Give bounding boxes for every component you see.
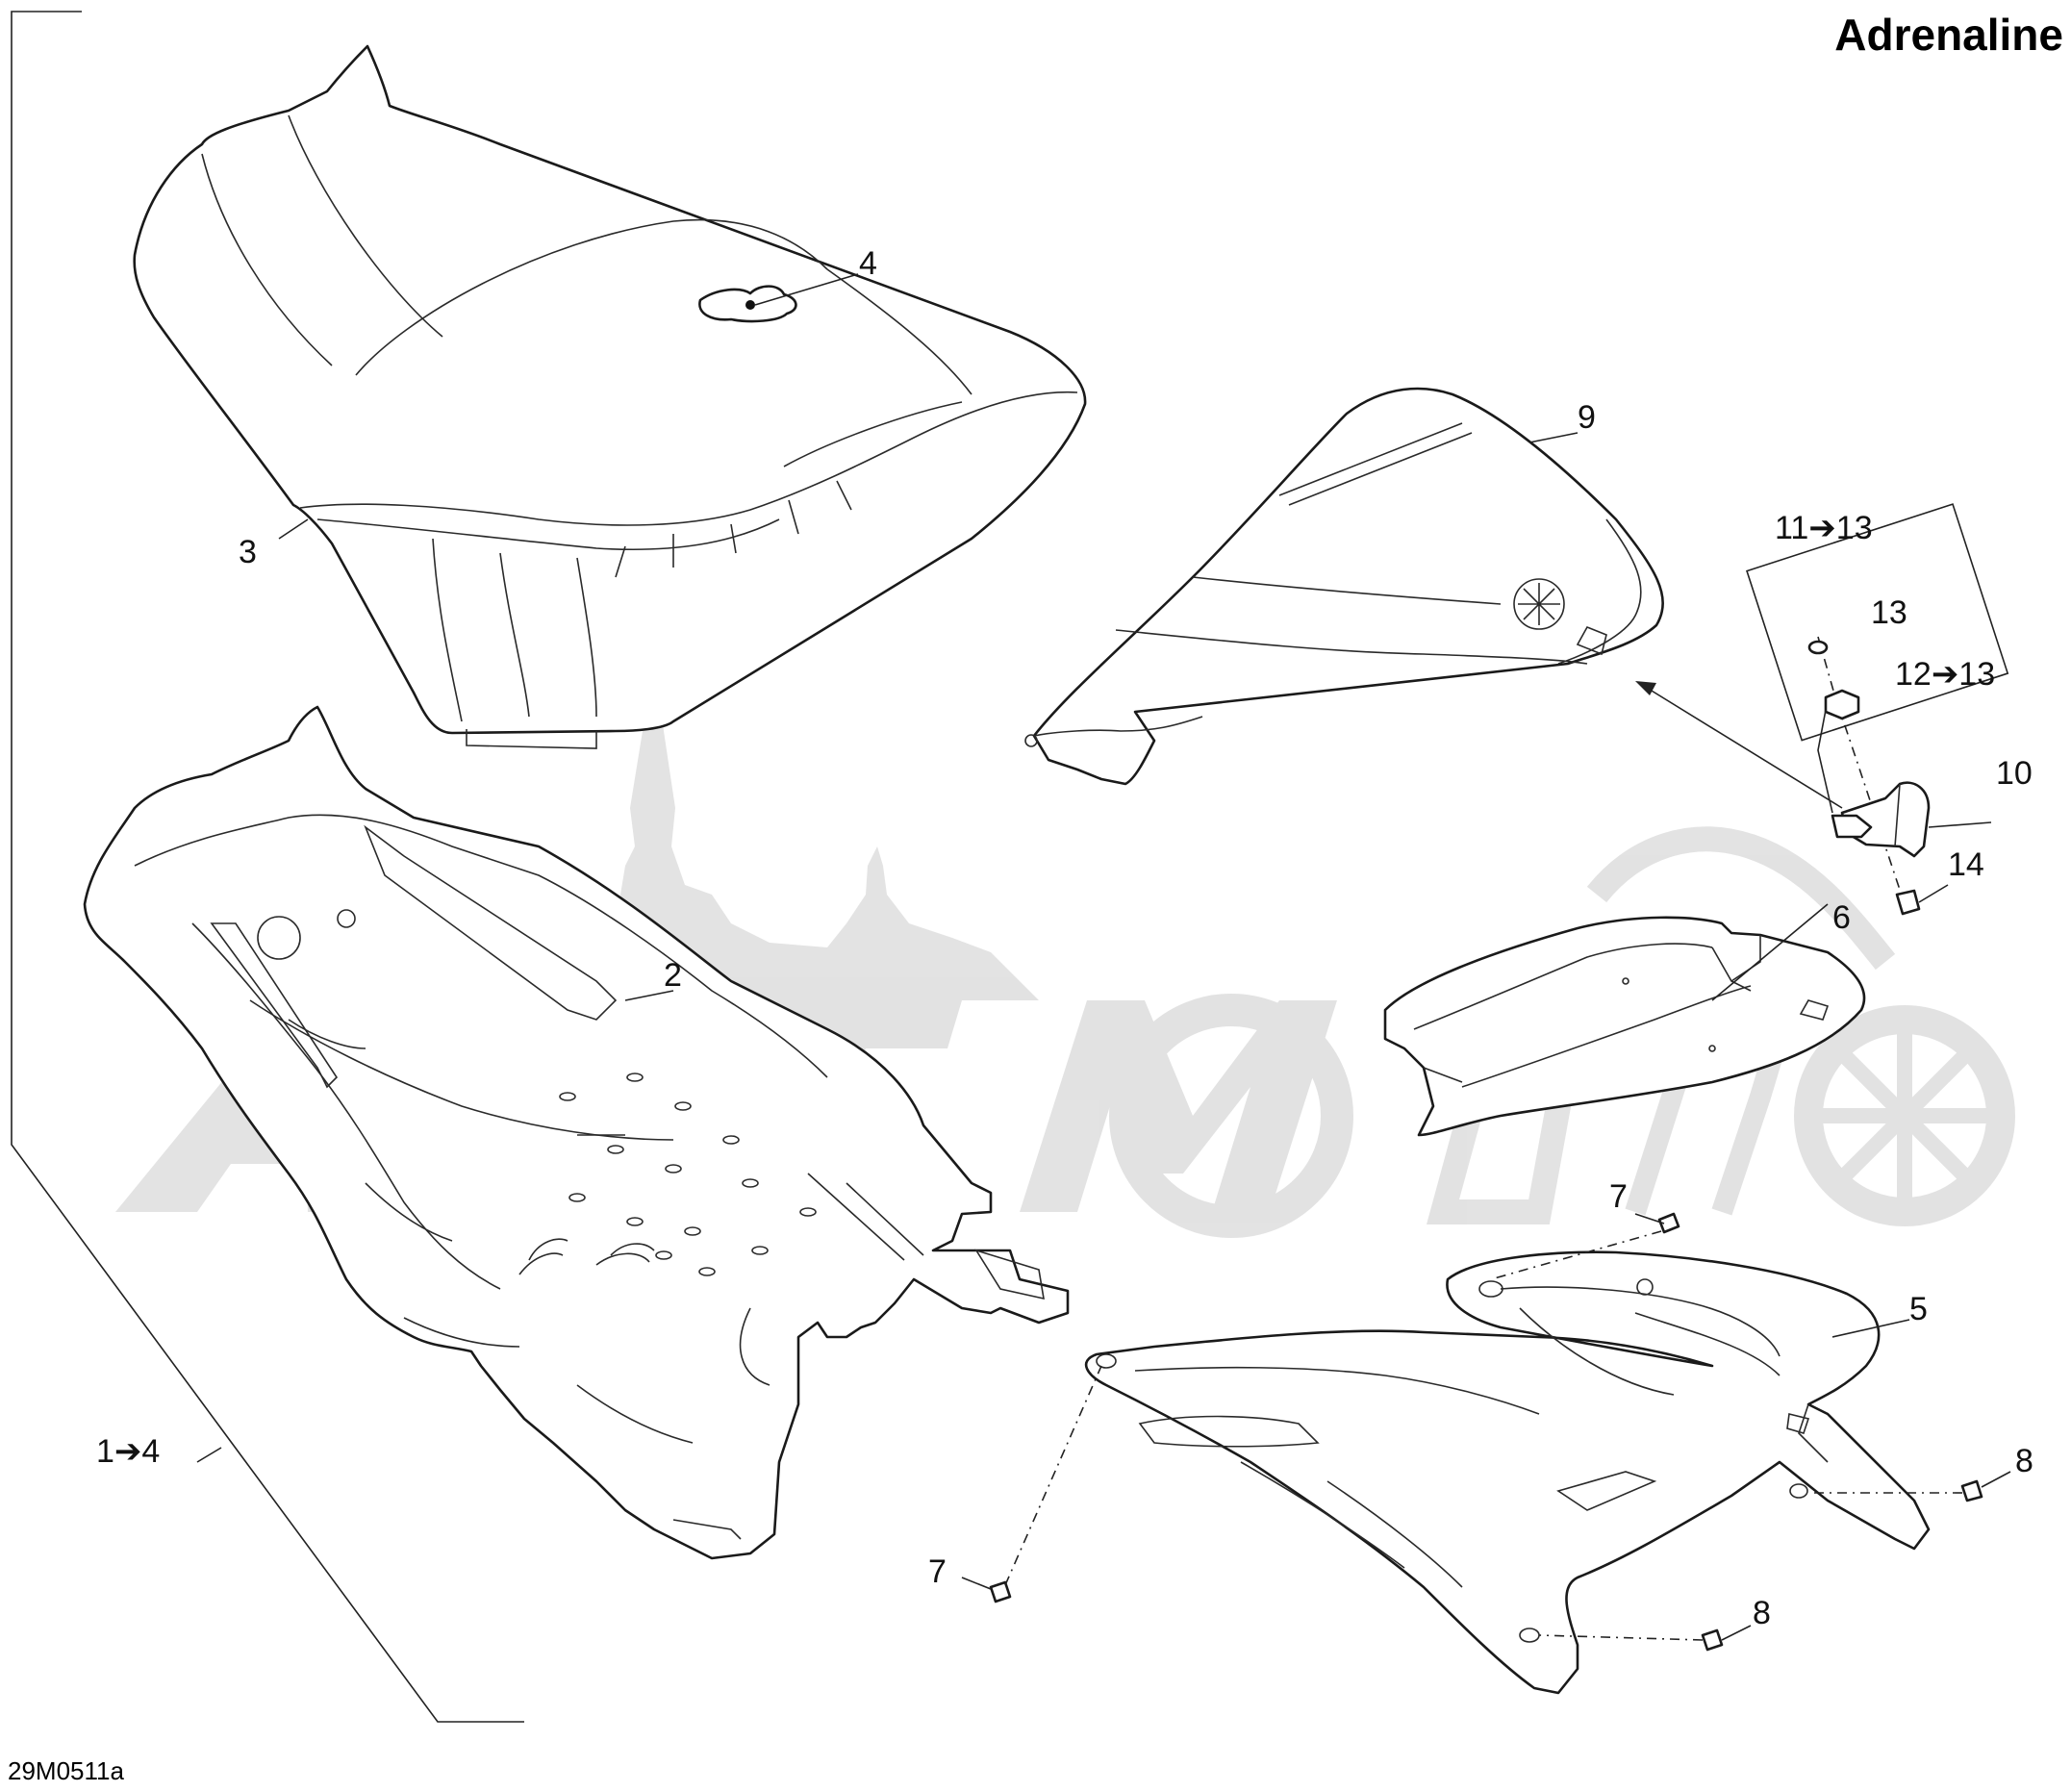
seat-base [83,705,1070,1560]
callout-14: 14 [1948,846,1984,883]
side-panel [1084,1250,1931,1695]
screw-icon [1895,889,1921,916]
callout-8-lower: 8 [1753,1595,1771,1631]
latch-assembly [1746,503,2009,916]
callout-13: 13 [1871,594,1907,631]
hardware-fasteners [989,1212,1983,1652]
passenger-cover [1024,387,1664,786]
callout-1-4: 1➔4 [96,1433,160,1470]
leader-lines [196,273,2011,1641]
drawing-code: 29M0511a [8,1756,124,1785]
callout-7-upper: 7 [1609,1178,1628,1215]
screw-icon [989,1580,1012,1603]
callout-9: 9 [1578,399,1596,436]
callout-5: 5 [1909,1291,1928,1327]
bolt-icon [1701,1628,1724,1652]
callout-6: 6 [1832,899,1851,936]
page-title: Adrenaline [1834,10,2063,60]
nut-icon [1824,689,1860,720]
washer-icon [1807,640,1829,655]
bolt-icon [1960,1479,1983,1502]
storage-tray [1383,916,1866,1137]
assembly-bracket [11,11,524,1723]
callout-12-13: 12➔13 [1895,656,1995,693]
callout-7-lower: 7 [928,1553,947,1590]
callout-3: 3 [239,534,257,570]
mount-holes [559,1073,817,1276]
callout-8-upper: 8 [2015,1443,2033,1479]
callout-2: 2 [664,957,682,994]
callout-4: 4 [859,245,877,282]
screw-icon [1657,1212,1680,1234]
callout-10: 10 [1996,755,2033,792]
callout-11-13: 11➔13 [1775,510,1873,546]
latch-kit-box [1746,503,2009,742]
latch-icon [1840,781,1931,858]
seat-cushion [133,44,1087,749]
